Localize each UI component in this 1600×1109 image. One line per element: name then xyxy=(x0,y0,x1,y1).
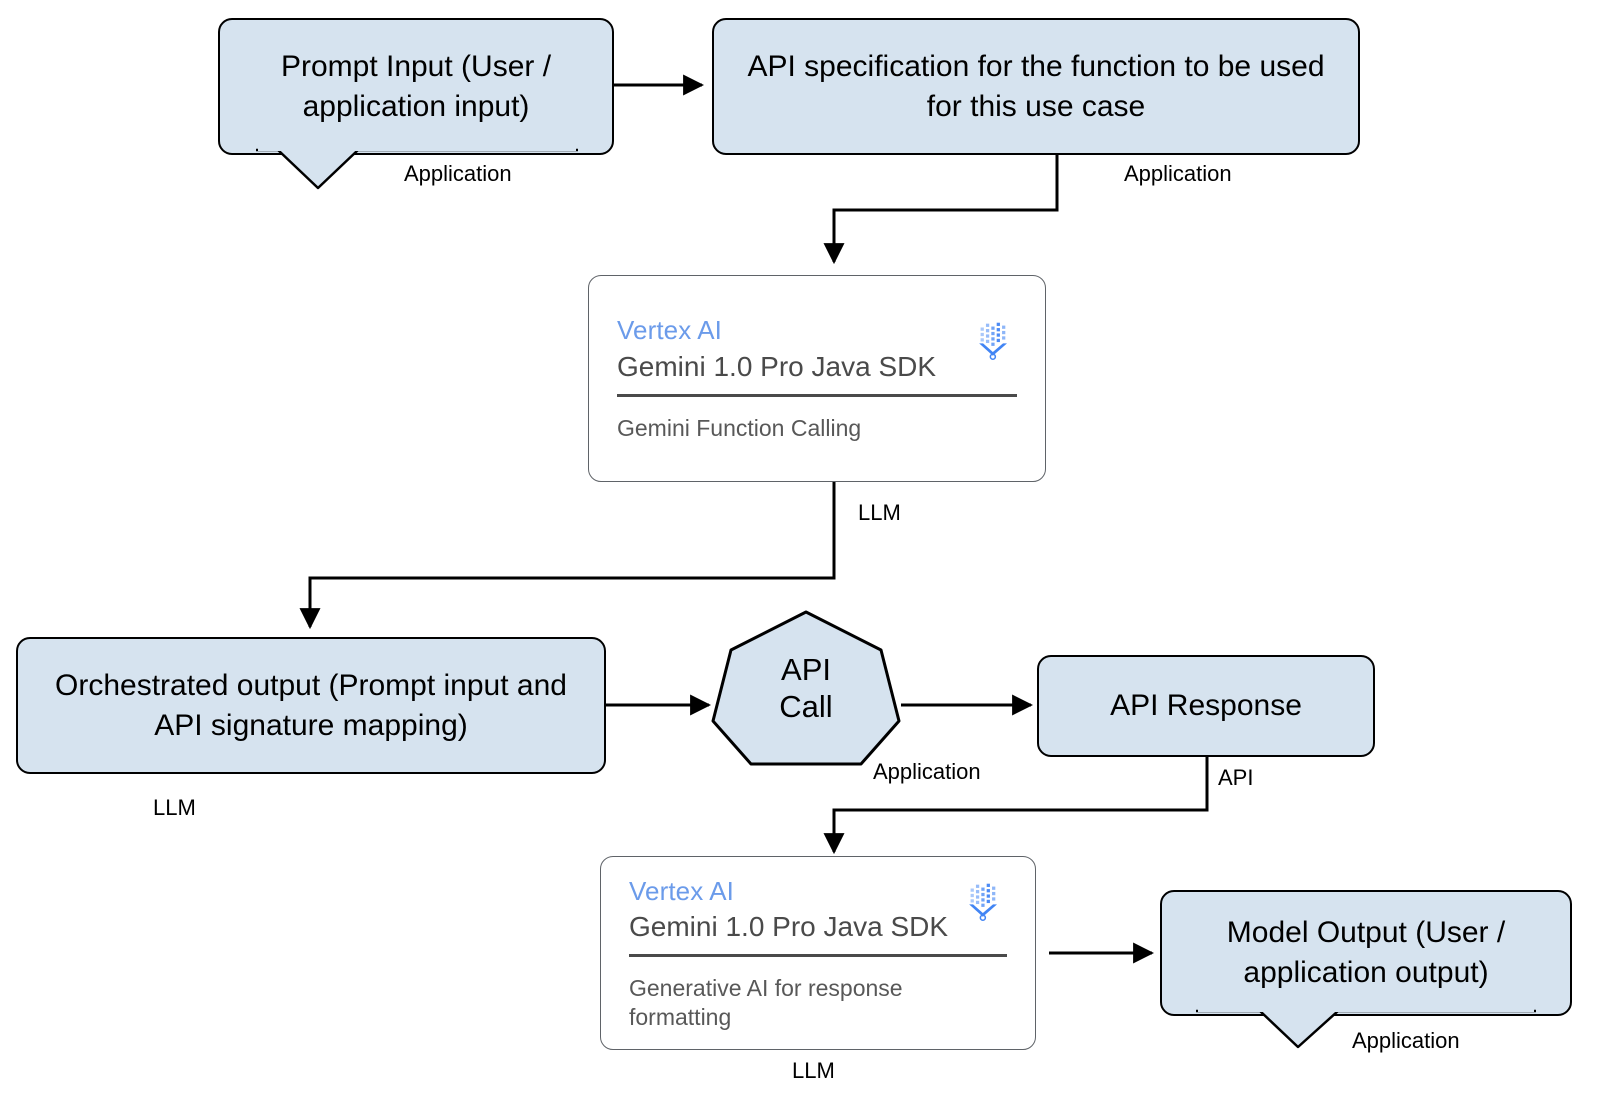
node-api-call[interactable]: API Call xyxy=(709,608,903,768)
vertex-card-subtitle: Gemini Function Calling xyxy=(617,414,862,441)
node-prompt-input[interactable]: Prompt Input (User / application input) xyxy=(218,18,614,155)
vertex-ai-logo-icon-2 xyxy=(969,883,998,921)
vertex-ai-logo-icon xyxy=(979,323,1008,361)
annotation-model-output: Application xyxy=(1352,1028,1460,1053)
vertex-card-subtitle-2: Generative AI for response formatting xyxy=(629,974,903,1030)
vertex-card-header-2: Vertex AI Gemini 1.0 Pro Java SDK xyxy=(629,875,1007,946)
node-vertex-ai-function-calling-card[interactable]: Vertex AI Gemini 1.0 Pro Java SDK xyxy=(588,275,1046,482)
vertex-ai-model-label: Gemini 1.0 Pro Java SDK xyxy=(617,350,937,382)
annotation-api-call: Application xyxy=(873,759,981,784)
annotation-api-response: API xyxy=(1218,765,1254,790)
node-orchestrated-output-label: Orchestrated output (Prompt input and AP… xyxy=(55,668,567,742)
node-api-spec-label: API specification for the function to be… xyxy=(747,49,1325,123)
node-orchestrated-output[interactable]: Orchestrated output (Prompt input and AP… xyxy=(16,637,606,774)
annotation-api-spec: Application xyxy=(1124,161,1232,186)
node-api-call-line2: Call xyxy=(779,689,833,724)
node-prompt-input-label: Prompt Input (User / application input) xyxy=(280,49,552,123)
node-api-call-label: API Call xyxy=(779,651,832,725)
vertex-card-titles-2: Vertex AI Gemini 1.0 Pro Java SDK xyxy=(629,875,948,946)
node-api-response[interactable]: API Response xyxy=(1037,655,1375,757)
vertex-card-divider-2 xyxy=(629,954,1007,957)
vertex-ai-model-label-2: Gemini 1.0 Pro Java SDK xyxy=(629,911,949,943)
node-model-output-label: Model Output (User / application output) xyxy=(1226,916,1506,989)
edge-api-spec-to-vertex-function-calling xyxy=(823,155,1059,265)
node-api-call-line1: API xyxy=(781,651,831,687)
annotation-orchestrated-output: LLM xyxy=(153,795,196,820)
annotation-vertex-function-calling: LLM xyxy=(858,500,901,525)
node-api-spec[interactable]: API specification for the function to be… xyxy=(712,18,1360,155)
vertex-ai-brand-label: Vertex AI xyxy=(617,315,722,346)
node-model-output[interactable]: Model Output (User / application output) xyxy=(1160,890,1572,1016)
annotation-vertex-response-formatting: LLM xyxy=(792,1058,835,1083)
edge-vertex-function-calling-to-orchestrated-output xyxy=(299,482,836,630)
api-call-heptagon-shape xyxy=(711,610,901,766)
vertex-card-divider xyxy=(617,394,1017,397)
annotation-prompt-input: Application xyxy=(404,161,512,186)
node-vertex-ai-response-formatting-card[interactable]: Vertex AI Gemini 1.0 Pro Java SDK xyxy=(600,856,1036,1050)
vertex-card-titles: Vertex AI Gemini 1.0 Pro Java SDK xyxy=(617,314,936,385)
vertex-card-header: Vertex AI Gemini 1.0 Pro Java SDK xyxy=(617,314,1017,385)
node-api-response-label: API Response xyxy=(1110,689,1302,723)
vertex-ai-brand-label-2: Vertex AI xyxy=(629,875,734,906)
